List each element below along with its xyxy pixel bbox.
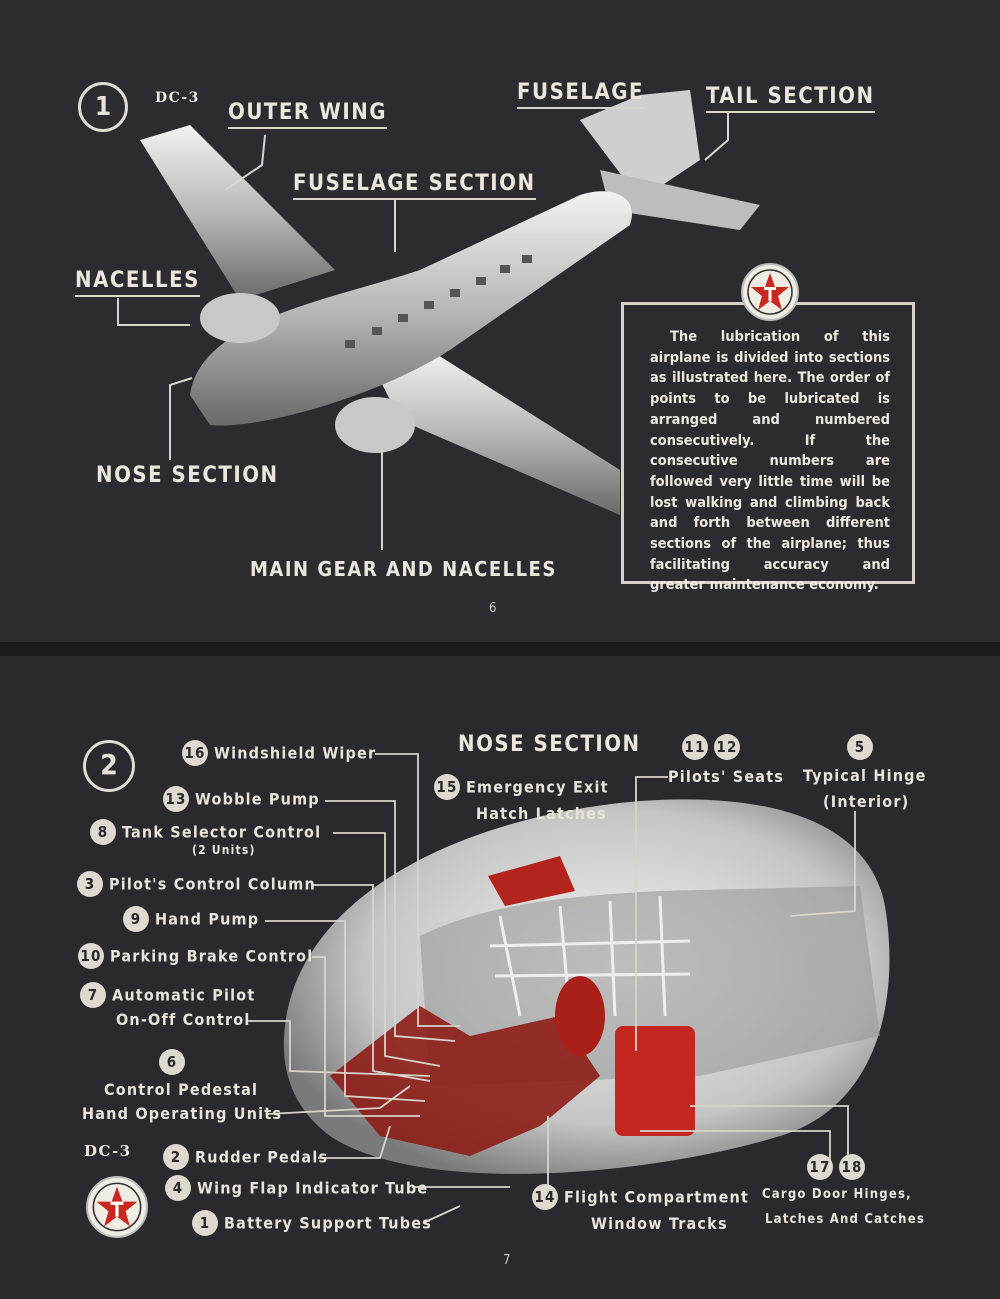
item-5-line2: (Interior) <box>823 792 910 811</box>
label-tail-section: TAIL SECTION <box>706 84 875 113</box>
model-label: DC-3 <box>84 1142 132 1160</box>
nacelle-right <box>335 397 415 453</box>
model-label: DC-3 <box>155 90 200 106</box>
page-6: 1 DC-3 OUTER WING FUSELAGE TAIL SECTION … <box>0 0 1000 642</box>
outer-wing-left <box>140 125 335 300</box>
leader-lines <box>117 112 729 550</box>
page-number: 6 <box>489 601 497 616</box>
outer-wing-right <box>370 350 620 515</box>
item-5-number: 5 <box>847 734 879 760</box>
nose-section-cutaway-illustration <box>248 753 890 1224</box>
item-14-line2: Window Tracks <box>591 1214 728 1233</box>
tail-fin <box>580 90 700 200</box>
item-6-number: 6 <box>159 1049 191 1075</box>
label-nose-section: NOSE SECTION <box>96 463 279 488</box>
fuselage <box>190 191 632 426</box>
cargo-door <box>615 1026 695 1136</box>
label-fuselage-section: FUSELAGE SECTION <box>293 171 536 200</box>
item-15-line2: Hatch Latches <box>476 804 607 823</box>
item-6-line2: Hand Operating Units <box>82 1104 283 1123</box>
item-5: Typical Hinge <box>803 766 927 785</box>
label-outer-wing: OUTER WING <box>228 100 388 129</box>
label-nacelles: NACELLES <box>75 268 200 297</box>
texaco-logo <box>86 1176 148 1238</box>
item-7-line2: On-Off Control <box>116 1010 251 1029</box>
section-number-badge: 1 <box>78 82 128 132</box>
item-11-12: Pilots' Seats <box>668 767 785 786</box>
tail-stabilizer <box>600 170 760 230</box>
section-title: NOSE SECTION <box>458 732 641 757</box>
dc3-airplane-illustration <box>117 90 760 550</box>
nacelle-left <box>200 293 280 343</box>
page-number: 7 <box>503 1253 511 1268</box>
section-number-badge: 2 <box>83 740 135 792</box>
item-17-18-line2: Latches And Catches <box>765 1212 926 1227</box>
label-main-gear: MAIN GEAR AND NACELLES <box>250 557 557 581</box>
lubrication-description: The lubrication of this airplane is divi… <box>621 302 915 593</box>
item-6: Control Pedestal <box>104 1080 259 1099</box>
item-17-18: Cargo Door Hinges, <box>762 1187 912 1202</box>
emergency-exit-hatch <box>488 856 575 906</box>
leader-lines <box>248 753 856 1224</box>
pilot-seat <box>555 976 605 1056</box>
label-fuselage: FUSELAGE <box>517 80 645 109</box>
item-8-sub: (2 Units) <box>192 843 256 857</box>
texaco-logo <box>741 263 799 321</box>
controls-red <box>330 1006 600 1156</box>
